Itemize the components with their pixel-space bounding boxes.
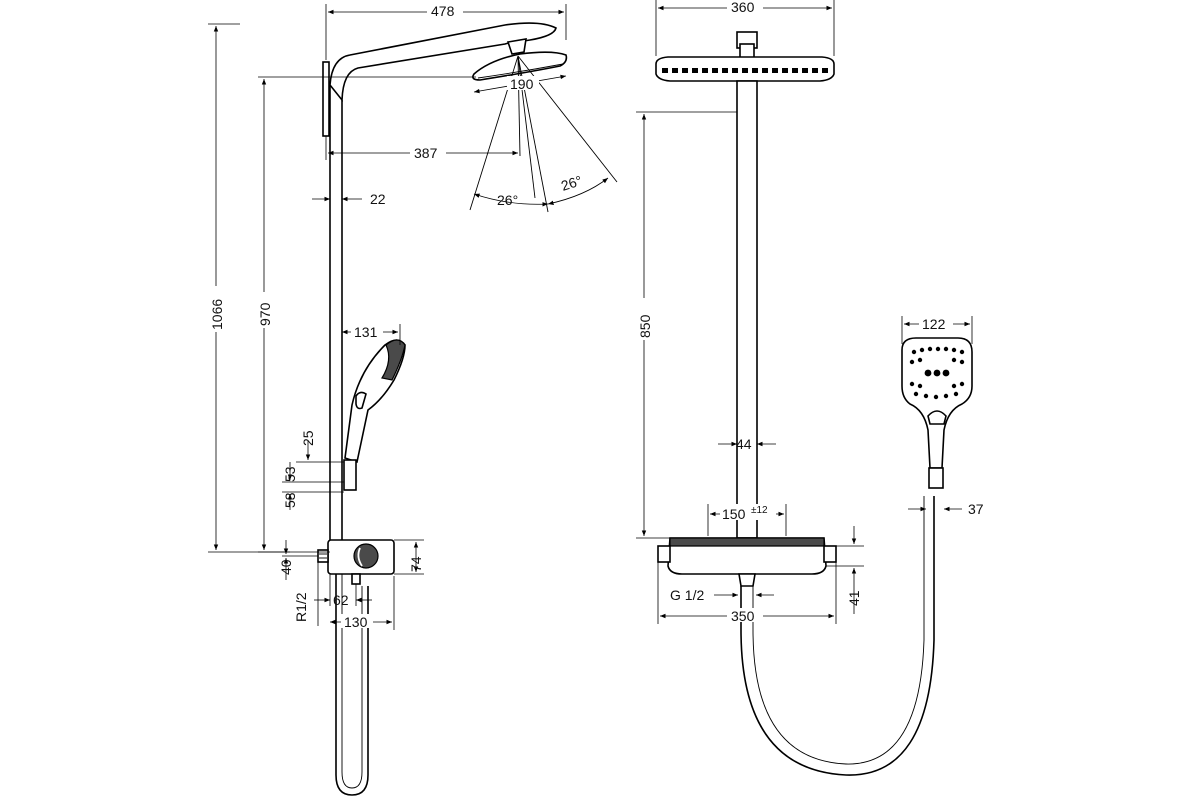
label-478: 478 (431, 3, 455, 19)
mixer-outlet (351, 573, 361, 585)
hand-shower-front (901, 337, 973, 469)
label-190: 190 (510, 76, 534, 92)
label-387: 387 (414, 145, 438, 161)
label-62: 62 (333, 592, 349, 608)
hose-front (740, 496, 935, 776)
wall-bracket (322, 61, 330, 137)
label-850: 850 (637, 314, 653, 338)
mixer-end-left (657, 545, 671, 563)
label-150: 150 (722, 506, 746, 522)
hand-shower-nozzles (909, 346, 965, 400)
label-53a: 53 (282, 466, 298, 482)
spray-lines (469, 55, 618, 213)
label-970: 970 (257, 302, 273, 326)
hose-front-inner (752, 496, 925, 765)
label-r12: R1/2 (293, 592, 309, 622)
hand-shower-front-button (927, 410, 947, 425)
label-131: 131 (354, 324, 378, 340)
label-37: 37 (968, 501, 984, 517)
mixer-body-front (667, 537, 827, 575)
angle-arc-left (473, 193, 549, 207)
hand-shower-holder (343, 459, 357, 491)
label-130: 130 (344, 614, 368, 630)
hand-shower-button (355, 391, 367, 410)
front-view: 360 850 44 150 ±12 41 G 1/2 350 (636, 0, 984, 776)
label-53b: 53 (282, 492, 298, 508)
mixer-end-right (823, 545, 837, 563)
label-74: 74 (408, 556, 424, 572)
angle-arc-right (547, 177, 609, 206)
label-350: 350 (731, 608, 755, 624)
hand-shower-holder-front (928, 467, 944, 489)
mixer-top-band (669, 537, 825, 547)
label-angle-left: 26° (497, 192, 518, 208)
label-g12: G 1/2 (670, 587, 704, 603)
label-44: 44 (736, 436, 752, 452)
overhead-head-nozzles (662, 68, 828, 73)
mixer-knob-highlight (357, 547, 363, 567)
label-40: 40 (278, 559, 294, 575)
label-angle-right: 26° (559, 172, 584, 194)
hand-shower-face (381, 339, 406, 381)
label-25: 25 (300, 430, 316, 446)
riser-pipe-front (736, 80, 758, 539)
mixer-outlet-front (738, 573, 756, 587)
label-1066: 1066 (209, 299, 225, 330)
label-41: 41 (846, 590, 862, 606)
side-view: 26° 26° 478 190 387 (208, 3, 618, 796)
hose-loop (335, 574, 369, 796)
head-joint (506, 38, 527, 55)
label-22: 22 (370, 191, 386, 207)
label-150-tol: ±12 (751, 505, 768, 516)
label-360: 360 (731, 0, 755, 15)
label-122: 122 (922, 316, 946, 332)
hose-loop-inner (341, 574, 363, 789)
overhead-arm (329, 22, 557, 103)
